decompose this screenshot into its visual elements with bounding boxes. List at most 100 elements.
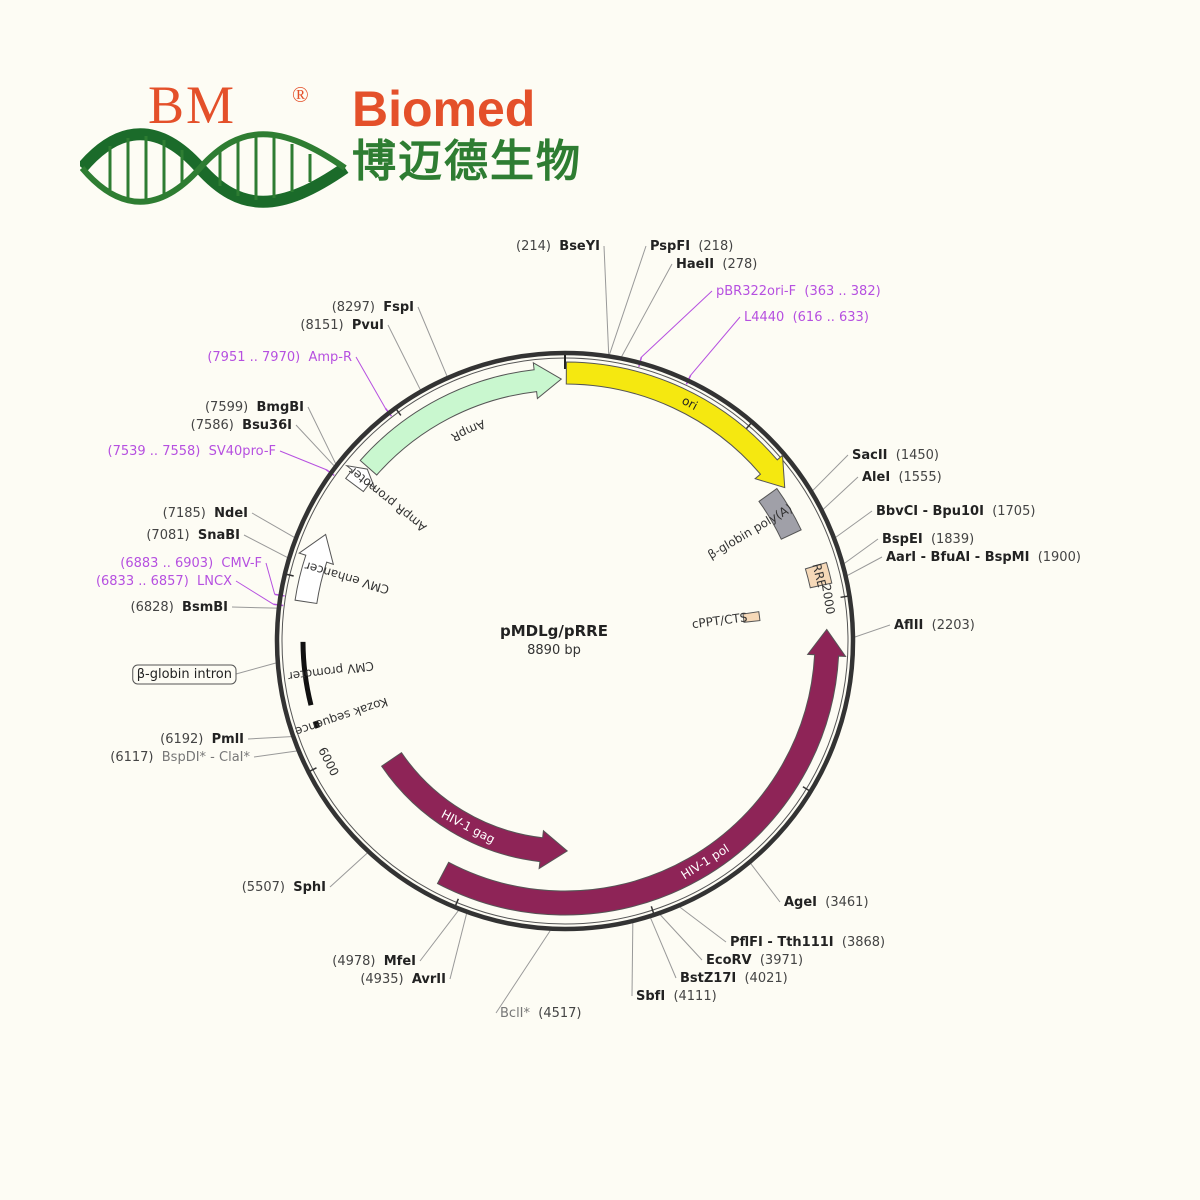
site-name: BspEI [882, 532, 923, 547]
site-position: (2203) [932, 618, 975, 633]
site-name: BmgBI [256, 400, 304, 415]
site-position: (6192) [160, 732, 203, 747]
feature-cppt [742, 611, 761, 623]
tick-mark [650, 906, 656, 918]
site-name: LNCX [197, 574, 232, 589]
site-position: (7539 .. 7558) [108, 444, 201, 459]
site-name: AarI - BfuAI - BspMI [886, 550, 1029, 565]
feature-rre [804, 561, 833, 589]
site-label-amp-r: (7951 .. 7970) Amp-R [207, 350, 352, 365]
leader-lncx [235, 580, 274, 605]
site-name: PflFI - Tth111I [730, 935, 834, 950]
site-name: Amp-R [308, 350, 352, 365]
feature-globin-polya [758, 487, 802, 540]
leader-bbvci-bpu10i [835, 510, 873, 538]
plasmid-size: 8890 bp [527, 643, 581, 658]
feature-label-cmv-promoter: CMV promoter [287, 659, 375, 684]
site-label-bspdi-clai: (6117) BspDI* - ClaI* [110, 750, 250, 765]
leader-ecorv [659, 914, 703, 961]
site-name: BspDI* - ClaI* [162, 750, 251, 765]
site-name: SbfI [636, 989, 665, 1004]
site-position: (616 .. 633) [793, 310, 869, 325]
site-name: BstZ17I [680, 971, 736, 986]
site-name: pBR322ori-F [716, 284, 796, 299]
leader-l4440 [690, 316, 741, 376]
site-name: BbvCI - Bpu10I [876, 504, 984, 519]
site-position: (5507) [242, 880, 285, 895]
site-name: SacII [852, 448, 888, 463]
tick-mark [282, 572, 294, 577]
site-label-sphi: (5507) SphI [242, 880, 326, 895]
site-label-bsu36i: (7586) Bsu36I [191, 418, 292, 433]
feature-kozak [313, 720, 321, 729]
leader-pbr322ori-f [641, 290, 713, 358]
site-position: (7951 .. 7970) [207, 350, 300, 365]
site-name: L4440 [744, 310, 784, 325]
site-label-alei: AleI (1555) [862, 470, 942, 485]
site-position: (7599) [205, 400, 248, 415]
site-name: BsmBI [182, 600, 228, 615]
tick-mark [745, 419, 754, 430]
site-name: SV40pro-F [209, 444, 276, 459]
site-label-ecorv: EcoRV (3971) [706, 953, 803, 968]
site-name: FspI [383, 300, 414, 315]
tick-mark [306, 767, 317, 774]
feature-hiv-gag [380, 751, 569, 870]
tick-mark [453, 898, 460, 910]
logo-company-name: Biomed [352, 81, 536, 137]
site-label-haeii: HaeII (278) [676, 257, 757, 272]
site-position: (4111) [673, 989, 716, 1004]
tick-label: 6000 [315, 745, 341, 779]
leader-bmgbi [307, 406, 337, 464]
feature-label-cppt: cPPT/CTS [691, 610, 748, 631]
site-name: EcoRV [706, 953, 752, 968]
plasmid-name: pMDLg/pRRE [500, 622, 608, 640]
site-label-pmli: (6192) PmlI [160, 732, 244, 747]
boxed-label-frame [132, 664, 237, 685]
site-label-bcli: BclI* (4517) [500, 1006, 582, 1021]
site-label-bbvci-bpu10i: BbvCI - Bpu10I (1705) [876, 504, 1035, 519]
site-label-sbfi: SbfI (4111) [636, 989, 717, 1004]
feature-ampr-promoter [344, 464, 376, 493]
site-position: (214) [516, 239, 551, 254]
site-position: (1900) [1038, 550, 1081, 565]
site-position: (3461) [825, 895, 868, 910]
site-position: (7185) [163, 506, 206, 521]
site-name: SphI [293, 880, 326, 895]
site-position: (7586) [191, 418, 234, 433]
backbone-ring [274, 350, 856, 932]
feature-cmv-promoter [300, 641, 314, 706]
site-position: (3868) [842, 935, 885, 950]
site-label-aari-bfuai-bspmi: AarI - BfuAI - BspMI (1900) [886, 550, 1081, 565]
tick-mark [840, 594, 852, 599]
site-name: MfeI [384, 954, 416, 969]
feature-label-rre: RRE [809, 562, 829, 589]
leader-sacii [812, 454, 849, 491]
site-position: (3971) [760, 953, 803, 968]
site-position: (218) [698, 239, 733, 254]
site-position: (363 .. 382) [804, 284, 880, 299]
site-position: (4978) [332, 954, 375, 969]
site-label-pvui: (8151) PvuI [300, 318, 384, 333]
feature-label-ampr: AmpR [449, 417, 487, 445]
leader-haeii [621, 263, 673, 357]
leader-ndei [251, 512, 295, 538]
site-label-pbr322ori-f: pBR322ori-F (363 .. 382) [716, 284, 881, 299]
site-position: (1839) [931, 532, 974, 547]
feature-ampr [359, 361, 563, 476]
leader-pflfi-tth111i [679, 906, 727, 943]
site-name: AgeI [784, 895, 817, 910]
site-position: (6117) [110, 750, 153, 765]
site-name: NdeI [214, 506, 248, 521]
site-label-agei: AgeI (3461) [784, 895, 869, 910]
feature-label-ampr-promoter: AmpR promoter [346, 464, 429, 535]
leader-pspfi [609, 245, 647, 355]
site-label-mfei: (4978) MfeI [332, 954, 416, 969]
leader-sv40pro-f [279, 450, 327, 471]
site-position: (4021) [744, 971, 787, 986]
site-position: (6828) [131, 600, 174, 615]
site-position: (8151) [300, 318, 343, 333]
leader-aflii [854, 624, 891, 638]
